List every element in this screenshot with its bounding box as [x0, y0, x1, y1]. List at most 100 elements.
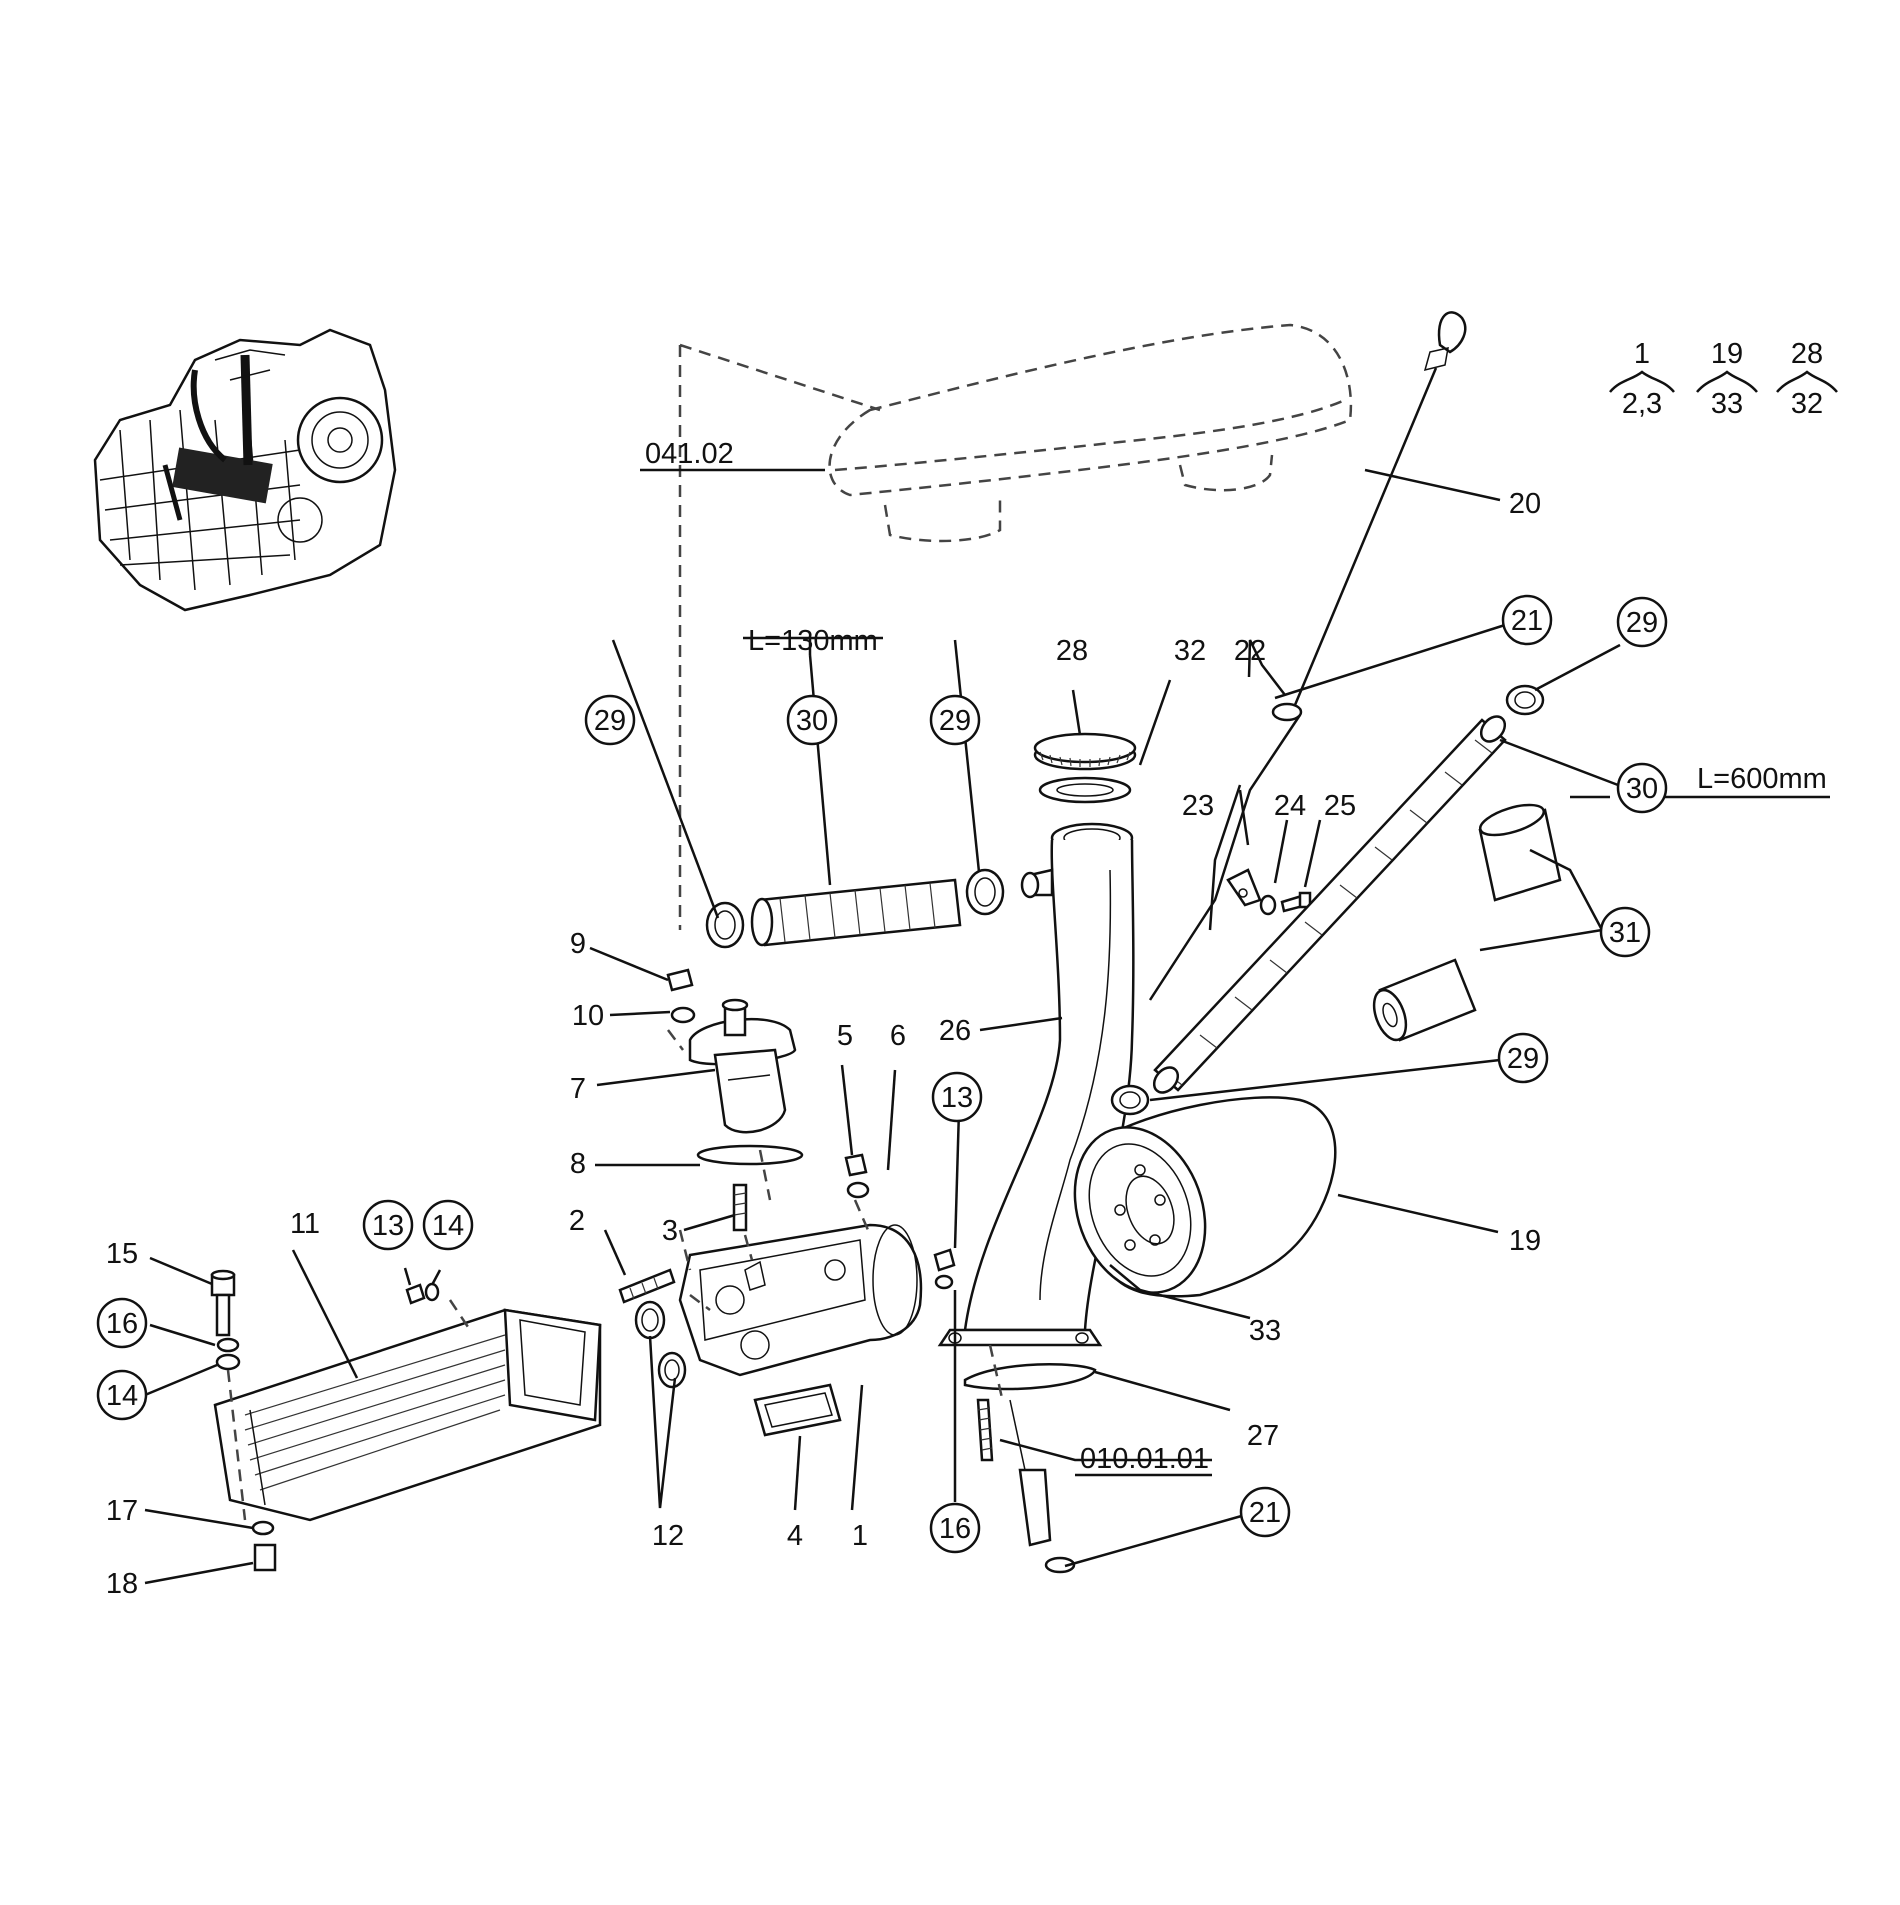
oil-pan-outline [678, 323, 1353, 930]
part-group-28: 28 32 [1776, 338, 1838, 420]
part-group-1: 1 2,3 [1609, 338, 1675, 420]
alignment-dashes [226, 1029, 1004, 1521]
callout-16-bottom: 16 [929, 1502, 981, 1554]
washer-14-left [424, 1282, 440, 1302]
svg-text:32: 32 [1791, 388, 1823, 420]
callout-21-bottom: 21 [1239, 1486, 1291, 1538]
callout-28: 28 [1056, 635, 1088, 667]
callout-21-top: 21 [1501, 594, 1553, 646]
callout-30-long: 30 [1616, 762, 1668, 814]
short-hose [750, 878, 962, 947]
callout-20: 20 [1509, 488, 1541, 520]
callout-33: 33 [1249, 1315, 1281, 1347]
callout-32: 32 [1174, 635, 1206, 667]
callout-24: 24 [1274, 790, 1306, 822]
callout-15: 15 [106, 1238, 138, 1270]
oil-cooler-core [213, 1308, 602, 1522]
washer-17 [251, 1520, 275, 1536]
svg-text:29: 29 [1507, 1043, 1539, 1075]
callout-14-top: 14 [422, 1199, 474, 1251]
svg-text:13: 13 [941, 1082, 973, 1114]
hose-sleeves [1372, 803, 1562, 1042]
callout-12: 12 [652, 1520, 684, 1552]
oil-filter [1073, 1096, 1337, 1298]
nut-13-left [405, 1283, 426, 1305]
washer-16-left [216, 1337, 240, 1353]
svg-text:29: 29 [1626, 607, 1658, 639]
hose-short-length: L=130mm [748, 625, 878, 657]
dipstick-guide-tube [1208, 784, 1242, 931]
cap-nut-5 [844, 1153, 868, 1177]
callout-14-left: 14 [96, 1369, 148, 1421]
callout-4: 4 [787, 1520, 803, 1552]
bolt-15 [210, 1269, 236, 1337]
callout-26: 26 [939, 1015, 971, 1047]
callout-8: 8 [570, 1148, 586, 1180]
callout-16-left: 16 [96, 1297, 148, 1349]
callout-18: 18 [106, 1568, 138, 1600]
callout-29-top-right: 29 [1616, 596, 1668, 648]
washer-14-left-b [215, 1353, 241, 1371]
bolt-2 [618, 1268, 676, 1304]
callout-13-left: 13 [362, 1199, 414, 1251]
leader-lines [144, 468, 1621, 1585]
part-group-19: 19 33 [1696, 338, 1758, 420]
bracket-washer-bolt [1226, 868, 1312, 916]
long-hose [1152, 715, 1507, 1094]
svg-text:2,3: 2,3 [1622, 388, 1662, 420]
callout-31: 31 [1599, 906, 1651, 958]
svg-text:29: 29 [939, 705, 971, 737]
cooler-gasket [753, 1383, 842, 1437]
callout-1: 1 [852, 1520, 868, 1552]
svg-text:30: 30 [796, 705, 828, 737]
callout-11: 11 [290, 1208, 320, 1240]
svg-text:16: 16 [939, 1513, 971, 1545]
callout-6: 6 [890, 1020, 906, 1052]
ref-041-label: 041.02 [645, 438, 734, 470]
svg-text:31: 31 [1609, 917, 1641, 949]
svg-text:16: 16 [106, 1308, 138, 1340]
svg-text:21: 21 [1511, 605, 1543, 637]
svg-text:28: 28 [1791, 338, 1823, 370]
callout-25: 25 [1324, 790, 1356, 822]
thermostat-nut [666, 968, 694, 992]
hose-clamp-left [705, 901, 745, 949]
washer-6 [846, 1181, 870, 1199]
callout-5: 5 [837, 1020, 853, 1052]
hose-clamp-top-right [1505, 684, 1545, 716]
stud-3 [732, 1183, 748, 1232]
dipstick [1148, 311, 1467, 1001]
callout-29-left: 29 [584, 694, 636, 746]
callout-7: 7 [570, 1073, 586, 1105]
svg-text:21: 21 [1249, 1497, 1281, 1529]
callout-9: 9 [570, 928, 586, 960]
callout-3: 3 [662, 1215, 678, 1247]
callout-22: 22 [1234, 635, 1266, 667]
cooler-housing [678, 1223, 923, 1377]
washer-16-right [934, 1274, 954, 1290]
nut-13-right [933, 1248, 956, 1272]
callout-27: 27 [1247, 1420, 1279, 1452]
thermostat-gasket [696, 1144, 804, 1166]
callout-10: 10 [572, 1000, 604, 1032]
engine-thumbnail [93, 328, 397, 612]
callout-29-mid: 29 [929, 694, 981, 746]
lower-stud-pipe [976, 1398, 1076, 1574]
svg-text:30: 30 [1626, 773, 1658, 805]
svg-text:33: 33 [1711, 388, 1743, 420]
hose-long-length: L=600mm [1697, 763, 1827, 795]
svg-text:1: 1 [1634, 338, 1650, 370]
callout-13-right: 13 [931, 1071, 983, 1123]
callout-23: 23 [1182, 790, 1214, 822]
svg-text:19: 19 [1711, 338, 1743, 370]
callout-2: 2 [569, 1205, 585, 1237]
callout-29-lower-right: 29 [1497, 1032, 1549, 1084]
thermostat-housing [688, 998, 797, 1134]
svg-text:14: 14 [432, 1210, 464, 1242]
svg-text:14: 14 [106, 1380, 138, 1412]
ref-010-label: 010.01.01 [1080, 1443, 1209, 1475]
thermostat-washer [670, 1006, 696, 1024]
spacer-18 [253, 1543, 277, 1572]
filler-neck-gasket [963, 1363, 1097, 1391]
